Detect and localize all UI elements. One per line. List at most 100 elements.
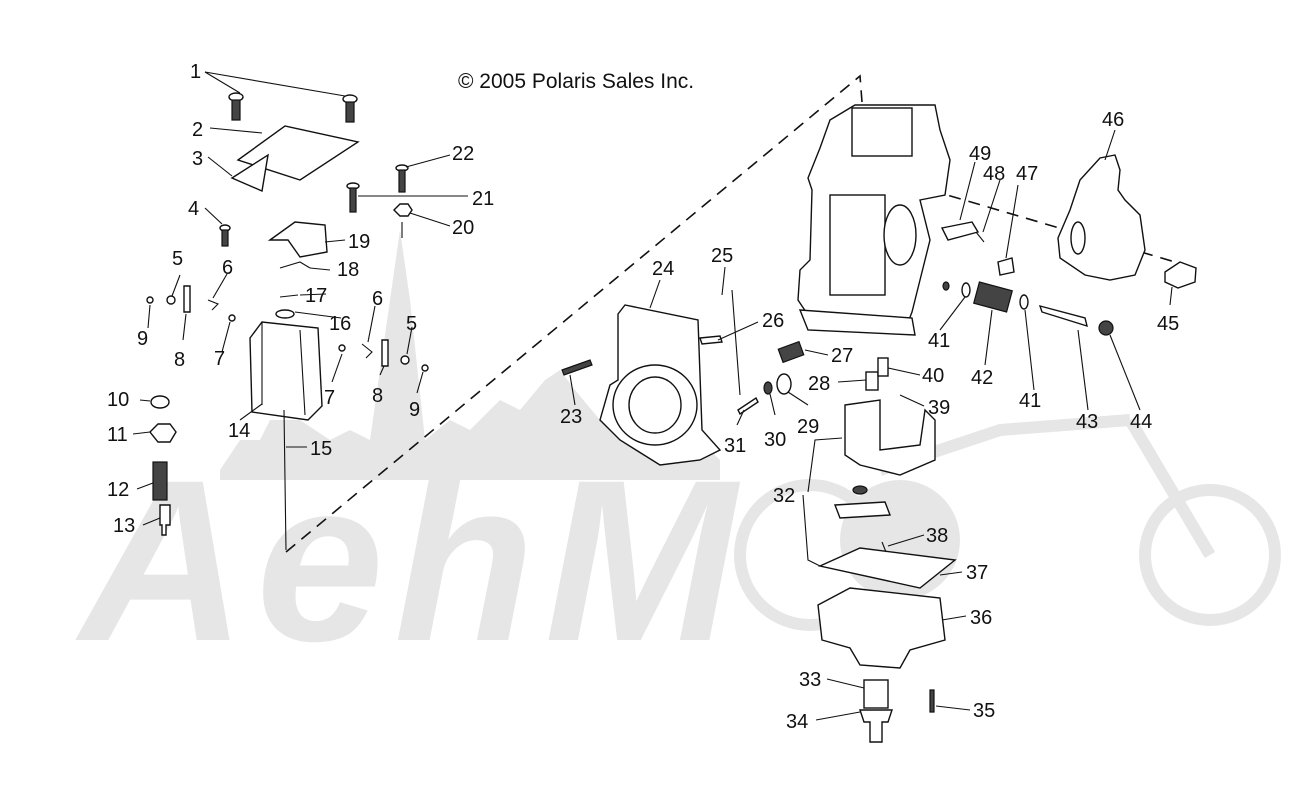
callout-20: 20 [452,217,474,239]
carb-body-base [798,309,916,336]
screw-22 [395,164,409,193]
callout-9: 9 [137,328,148,350]
pin-7-left [228,314,236,322]
callout-34: 34 [786,711,808,733]
callout-5: 5 [172,248,183,270]
callouts: 1 2 3 4 5 6 7 8 9 10 11 12 13 14 15 16 1… [107,61,1179,733]
slide-block-edge [261,322,306,416]
spring-12 [152,461,168,501]
callout-29: 29 [797,416,819,438]
callout-38: 38 [926,525,948,547]
callout-43: 43 [1076,411,1098,433]
callout-33: 33 [799,669,821,691]
plug-34 [859,709,893,743]
washer-5-left [166,295,176,305]
callout-46: 46 [1102,109,1124,131]
screw-23 [561,359,593,376]
callout-7: 7 [214,348,225,370]
callout-15: 15 [310,438,332,460]
needle-15 [283,409,287,551]
callout-25: 25 [711,245,733,267]
watermark-fork [1124,416,1216,559]
callout-44: 44 [1130,411,1152,433]
callout-49: 49 [969,143,991,165]
carb-body-window [829,194,886,296]
callout-11: 11 [107,424,128,446]
callout-8b: 8 [372,385,383,407]
callout-39: 39 [928,397,950,419]
spring-42 [972,281,1014,313]
callout-19: 19 [348,231,370,253]
callout-41: 41 [928,330,950,352]
carb-body-top [851,107,913,157]
callout-35: 35 [973,700,995,722]
callout-1: 1 [190,61,201,83]
callout-8: 8 [174,349,185,371]
flange-bore-inner [628,376,682,434]
carb-body [797,104,951,336]
screw-4 [219,224,231,247]
carb-body-port [883,204,917,266]
callout-41b: 41 [1019,390,1041,412]
float-39 [844,399,936,476]
callout-22: 22 [452,143,474,165]
callout-2: 2 [192,119,203,141]
screw-13 [159,504,171,536]
callout-4: 4 [188,198,199,220]
washer-41-left [961,282,971,298]
callout-32: 32 [773,485,795,507]
watermark-skyline [220,230,720,480]
watermark-text: AehM [75,432,746,689]
callout-24: 24 [652,258,674,280]
callout-16: 16 [329,313,351,335]
screw-21 [346,182,360,213]
callout-18: 18 [337,259,359,281]
clip-6-left [207,299,219,311]
clip-6-right [361,343,373,359]
assembly-dash-line [285,74,863,553]
callout-40: 40 [922,365,944,387]
fitting-49 [940,221,980,241]
housing-46 [1057,154,1146,281]
jet-40 [877,357,889,377]
cap-47 [997,257,1015,276]
housing-46-slot [1070,221,1086,255]
cap-10 [150,395,170,409]
callout-28: 28 [808,373,830,395]
pin-26 [699,335,723,345]
float-valve-seat [852,485,868,495]
callout-14: 14 [228,420,250,442]
nut-20 [393,203,413,217]
bracket-19 [267,221,328,258]
cover-plate [236,125,360,181]
clip-18 [279,261,311,269]
callout-21: 21 [472,188,494,210]
callout-31: 31 [724,435,746,457]
callout-13: 13 [113,515,135,537]
nut-11 [149,423,177,443]
callout-6b: 6 [372,288,383,310]
copyright-text: © 2005 Polaris Sales Inc. [458,70,694,93]
callout-7b: 7 [324,387,335,409]
callout-10: 10 [107,389,129,411]
callout-42: 42 [971,367,993,389]
washer-29 [776,373,792,395]
callout-48: 48 [983,163,1005,185]
callout-36: 36 [970,607,992,629]
rod-25 [731,289,741,396]
screw-35 [929,689,935,713]
screw-31 [737,396,759,416]
callout-9b: 9 [409,399,420,421]
washer-30 [763,381,773,395]
callout-30: 30 [764,429,786,451]
link-8-left [183,285,191,313]
link-8-right [381,339,389,367]
needle-43 [1038,304,1088,328]
seal-16 [275,309,295,319]
callout-37: 37 [966,562,988,584]
float-bowl-36 [817,587,946,669]
left-parts [146,92,429,551]
washer-9-left [146,296,154,304]
pin-17 [279,294,299,298]
